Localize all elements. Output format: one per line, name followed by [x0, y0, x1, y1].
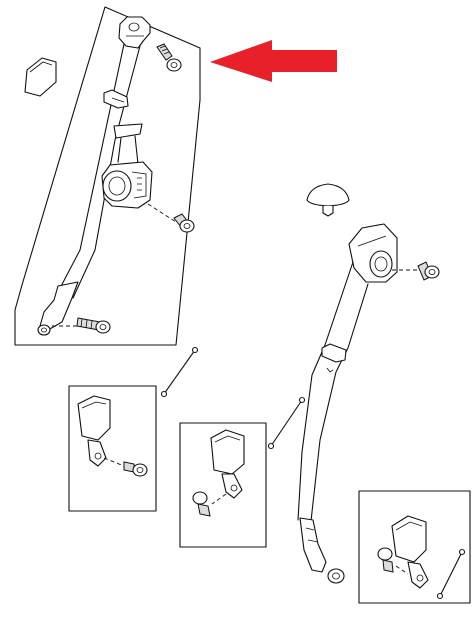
mounting-bolt[interactable] [327, 568, 345, 584]
mounting-bolt[interactable] [156, 43, 182, 72]
front-seat-belt-assembly[interactable] [14, 6, 201, 346]
cable-link[interactable] [160, 346, 199, 398]
mounting-bolt[interactable] [76, 317, 111, 334]
red-arrow-left-icon [210, 40, 337, 82]
buckle-box-centre [179, 422, 267, 548]
cable-link[interactable] [267, 396, 306, 450]
front-tongue-plate [113, 123, 143, 139]
buckle-box-right [358, 490, 471, 604]
mounting-bolt[interactable] [417, 261, 440, 281]
buckle-assembly-right[interactable] [358, 490, 471, 604]
mounting-bolt[interactable] [147, 203, 195, 233]
rear-lower-anchor-plate [299, 517, 327, 573]
buckle-assembly-left[interactable] [68, 385, 157, 512]
upper-anchor-loop [118, 16, 151, 49]
front-lower-anchor-plate [39, 281, 79, 331]
buckle-box-left [68, 385, 157, 512]
rear-seat-belt-assembly[interactable] [297, 223, 424, 573]
trim-cap[interactable] [306, 183, 350, 217]
buckle-assembly-centre[interactable] [179, 422, 267, 548]
front-retractor-reel [101, 161, 153, 209]
rear-belt-guide [321, 343, 347, 363]
front-belt-panel-outline [14, 6, 201, 346]
rear-belt-webbing [297, 261, 369, 531]
cover-plate[interactable] [24, 57, 57, 97]
